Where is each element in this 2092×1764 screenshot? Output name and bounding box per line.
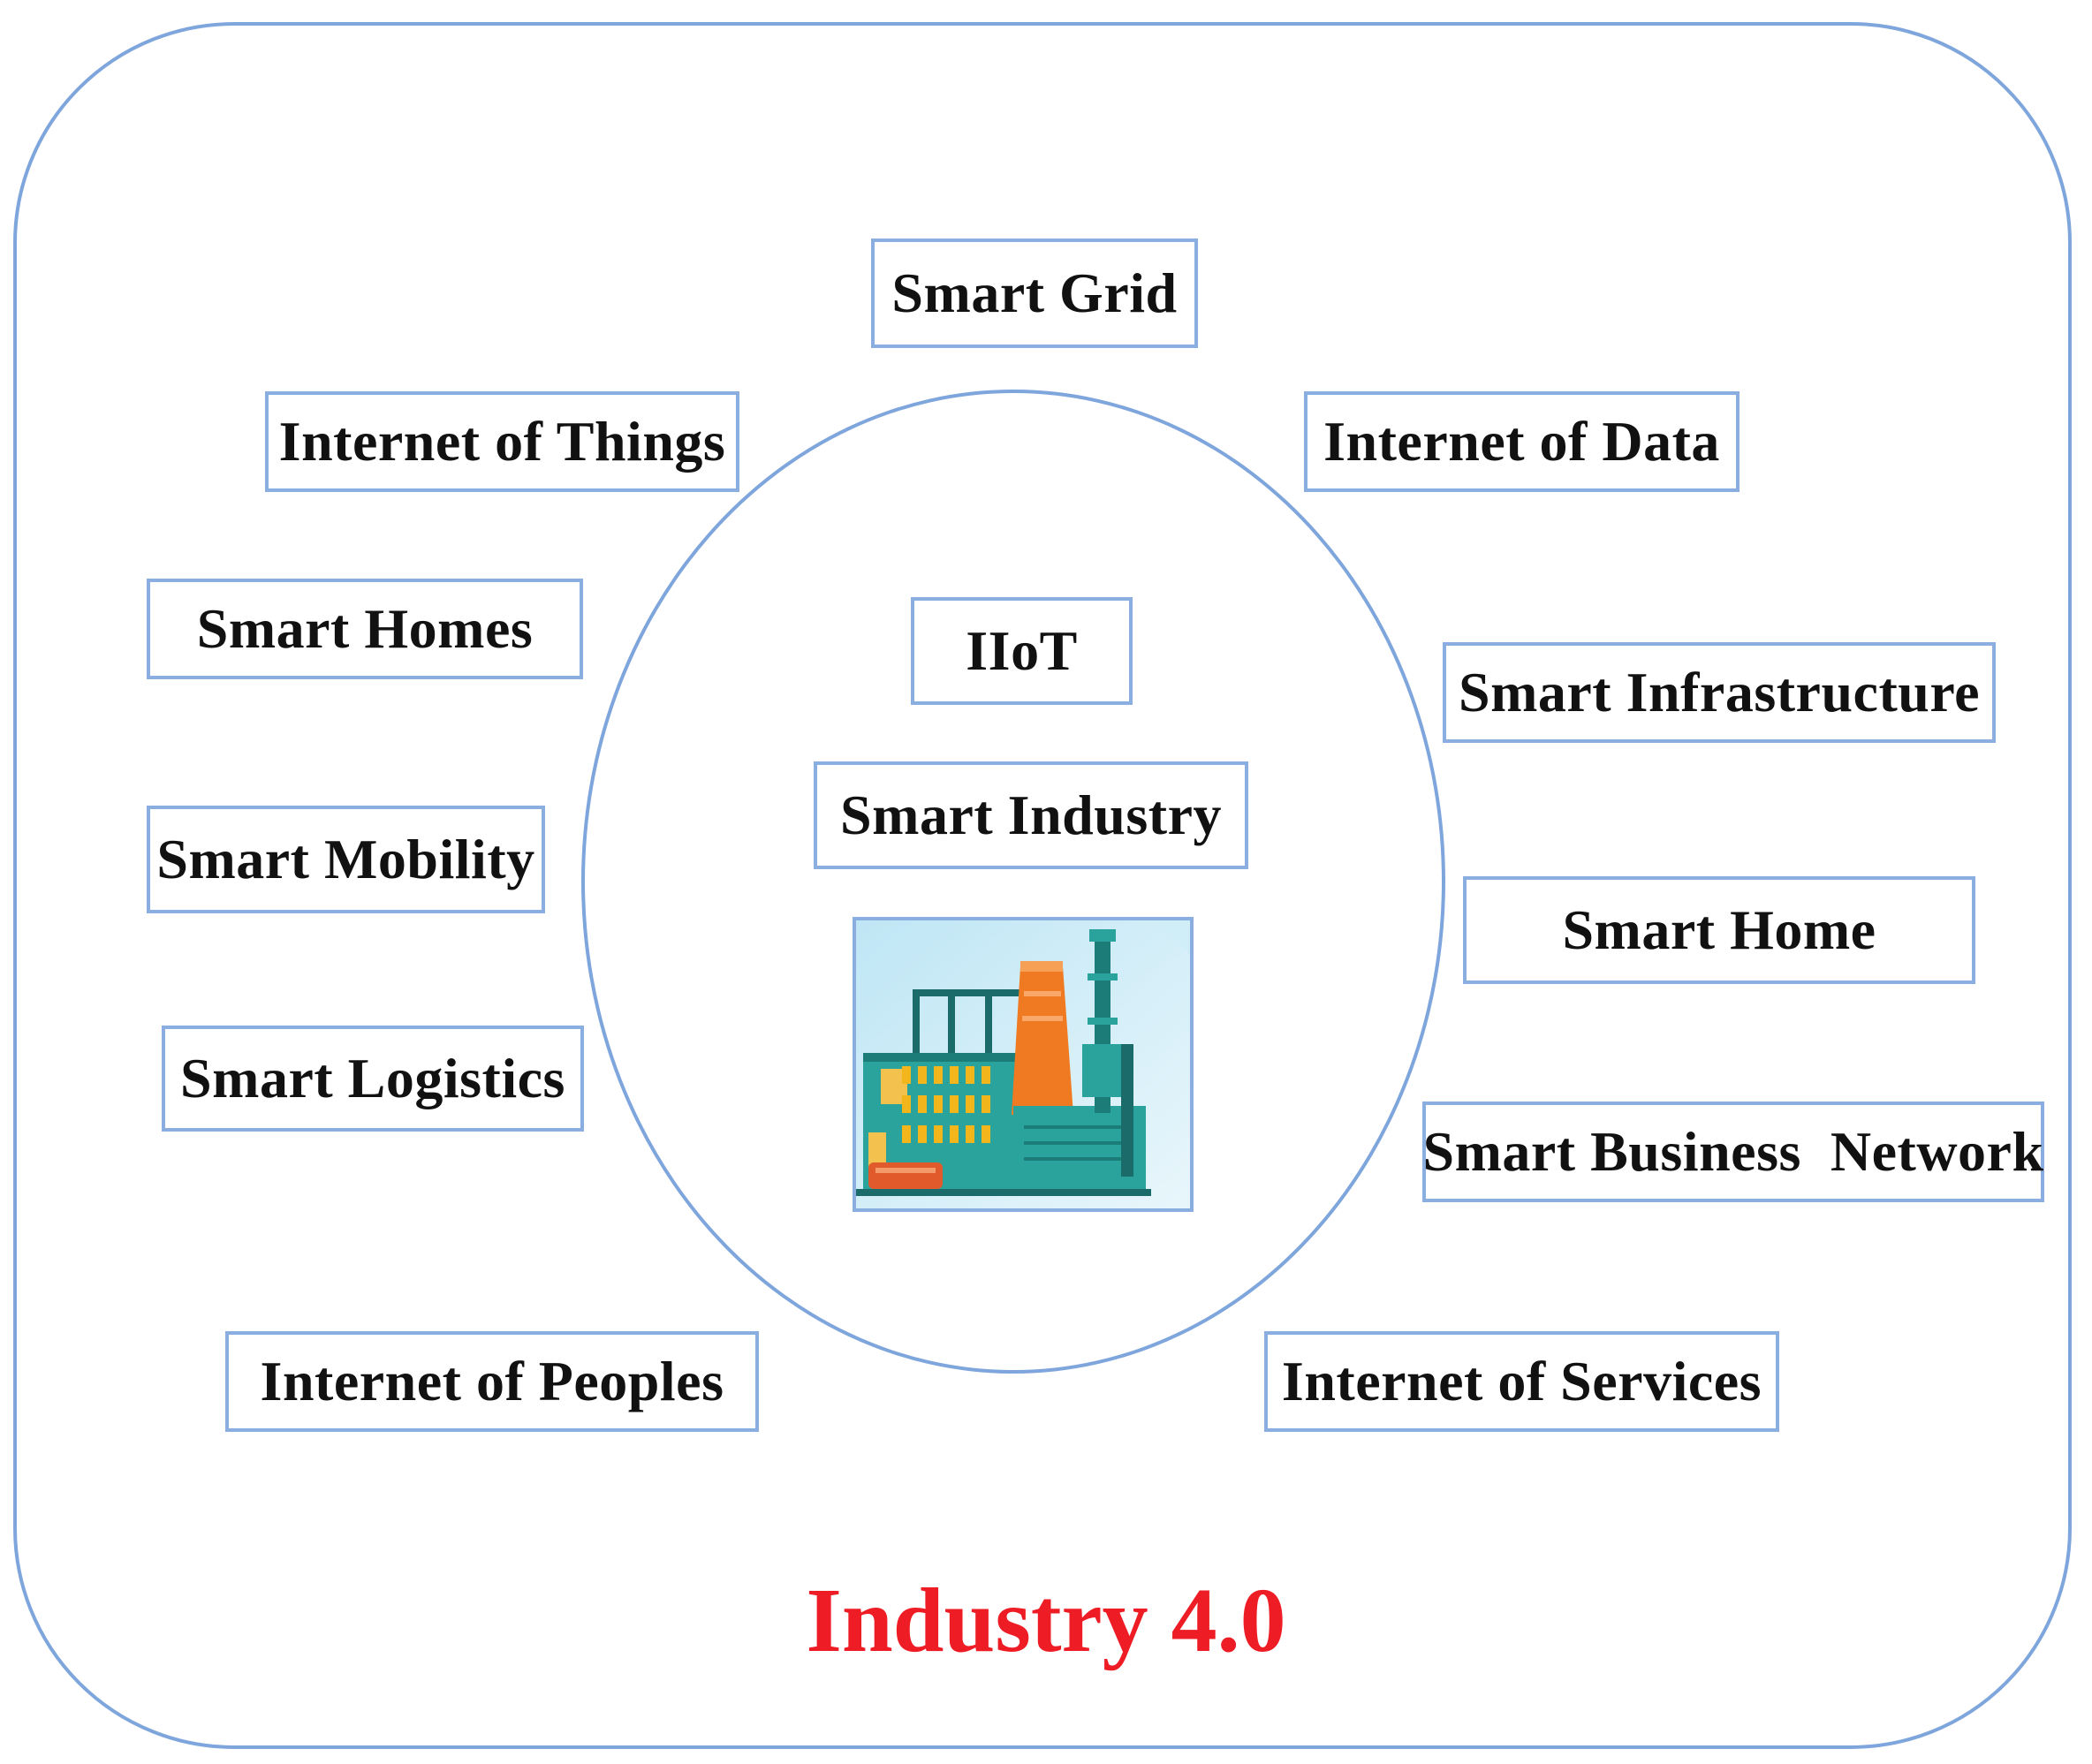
node-internet-of-things: Internet of Things	[265, 391, 739, 492]
node-iiot: IIoT	[911, 597, 1133, 705]
diagram-title: Industry 4.0	[806, 1570, 1286, 1671]
node-smart-industry: Smart Industry	[814, 761, 1248, 869]
node-smart-homes: Smart Homes	[147, 579, 583, 679]
node-internet-of-data: Internet of Data	[1304, 391, 1740, 492]
node-smart-home: Smart Home	[1463, 876, 1975, 984]
node-internet-of-peoples: Internet of Peoples	[225, 1331, 759, 1432]
outer-frame	[13, 22, 2072, 1749]
factory-icon	[853, 917, 1194, 1212]
node-smart-grid: Smart Grid	[871, 238, 1198, 348]
node-smart-logistics: Smart Logistics	[162, 1026, 584, 1132]
node-internet-of-services: Internet of Services	[1264, 1331, 1779, 1432]
node-smart-business-network: Smart Business Network	[1422, 1102, 2044, 1202]
center-circle	[581, 390, 1445, 1374]
node-smart-mobility: Smart Mobility	[147, 806, 545, 913]
node-smart-infrastructure: Smart Infrastructure	[1443, 642, 1996, 743]
